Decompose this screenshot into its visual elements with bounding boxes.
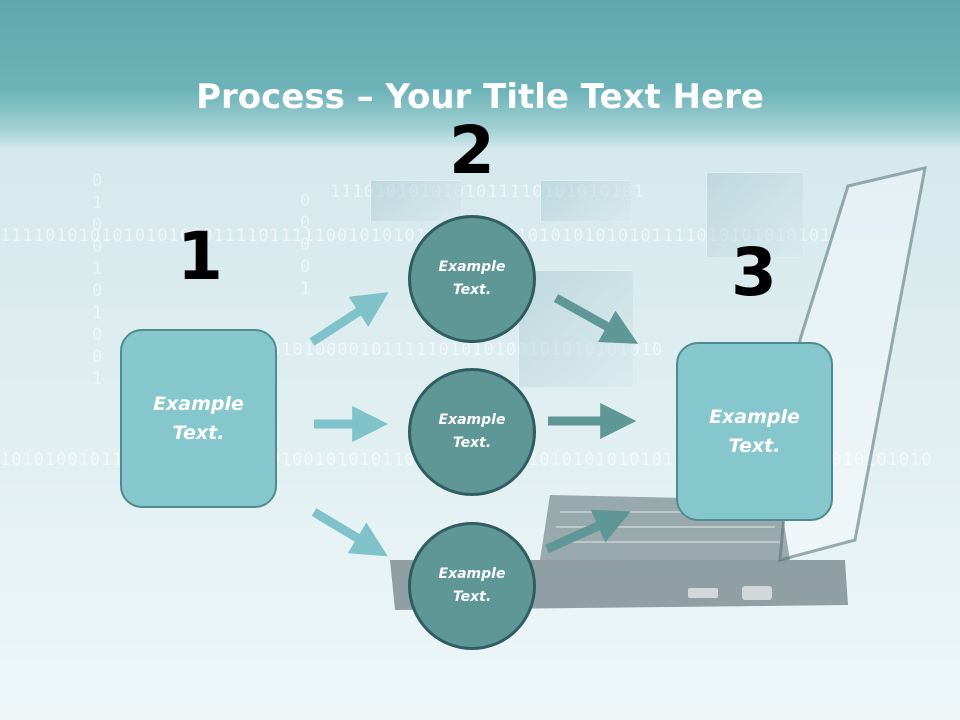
left-process-box: Example Text. — [120, 329, 277, 508]
binary-stream-decoration: 1111010101010101010111101111100101010101… — [0, 226, 832, 246]
process-circle-middle: Example Text. — [408, 368, 536, 496]
step-number-2: 2 — [449, 112, 495, 189]
process-circle-top: Example Text. — [408, 215, 536, 343]
circle-middle-text: Example Text. — [438, 412, 506, 451]
title-bold-text: Process — [196, 76, 345, 117]
left-box-text: Example Text. — [153, 392, 244, 444]
step-number-1: 1 — [177, 218, 223, 295]
screen-thumbnail-decoration — [540, 180, 632, 222]
binary-column-decoration: 00001 — [300, 191, 311, 299]
title-rest-text: – Your Title Text Here — [344, 76, 764, 117]
screen-thumbnail-decoration — [370, 180, 462, 222]
right-box-text: Example Text. — [709, 405, 800, 457]
right-process-box: Example Text. — [676, 342, 833, 521]
circle-top-text: Example Text. — [438, 259, 506, 298]
binary-column-decoration: 0100101001 — [92, 171, 103, 389]
process-circle-bottom: Example Text. — [408, 522, 536, 650]
slide-title: Process – Your Title Text Here — [0, 75, 960, 119]
circle-bottom-text: Example Text. — [438, 566, 506, 605]
header-band — [0, 0, 960, 150]
screen-thumbnail-decoration — [706, 172, 804, 258]
step-number-3: 3 — [731, 234, 777, 311]
